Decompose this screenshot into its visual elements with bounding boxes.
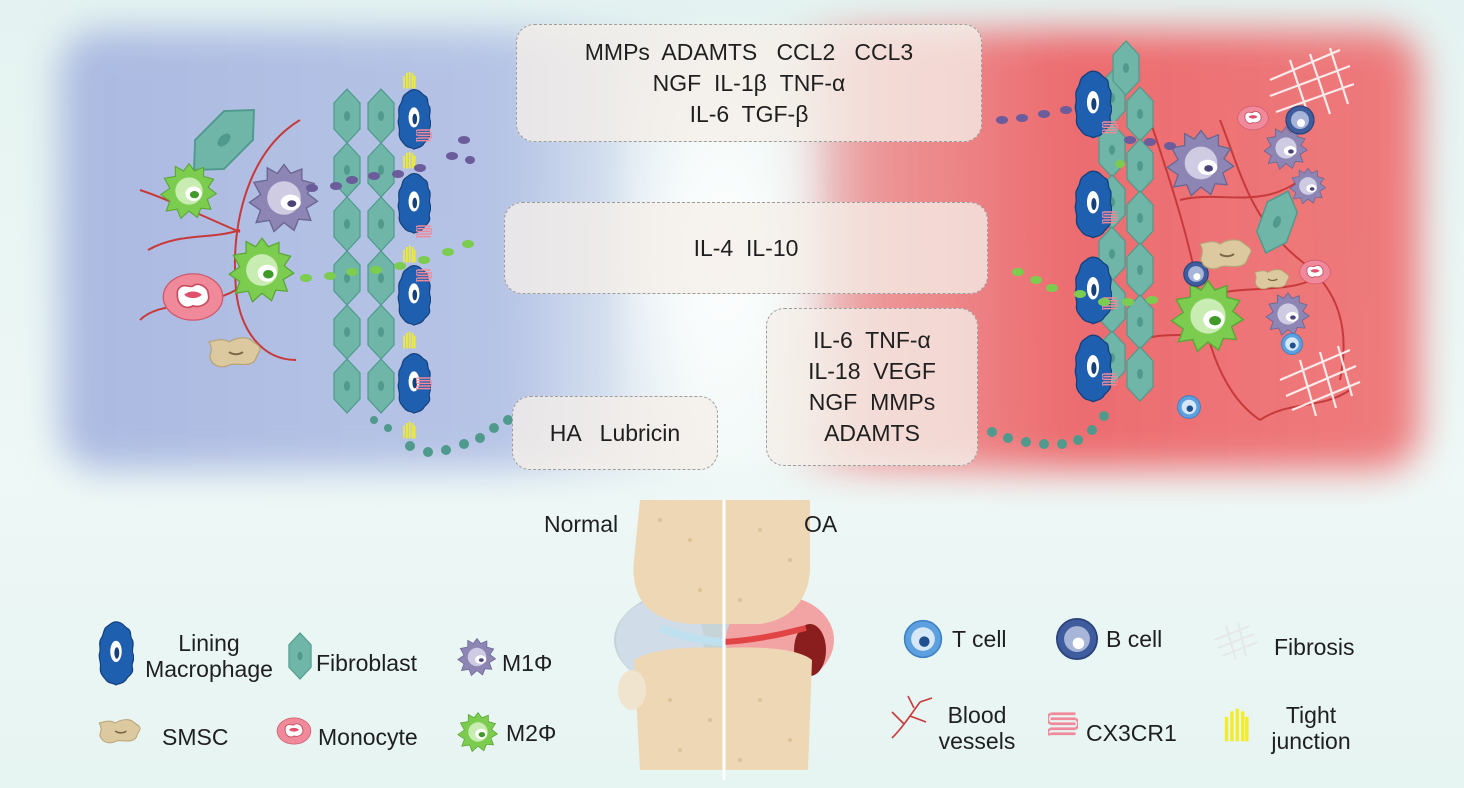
oa-m1-cell-2: [1289, 167, 1327, 205]
cytokine-box-bottom-left: HA Lubricin: [512, 396, 718, 470]
cytokine-line: IL-6 TGF-β: [689, 100, 809, 127]
oa-monocyte-2: [1299, 259, 1331, 285]
oa-smsc: [1198, 238, 1253, 271]
cytokine-line: NGF IL-1β TNF-α: [652, 69, 846, 96]
legend-label-line: vessels: [938, 728, 1016, 754]
cytokine-line: MMPs ADAMTS CCL2 CCL3: [584, 38, 914, 65]
legend-tight-junction-label: Tight junction: [1256, 702, 1366, 754]
oa-smsc-2: [1253, 268, 1290, 290]
oa-label: OA: [804, 511, 838, 537]
legend-monocyte-label: Monocyte: [318, 724, 418, 750]
cytokine-line: HA Lubricin: [549, 419, 681, 446]
cytokine-line: IL-4 IL-10: [693, 234, 799, 261]
legend-fibrosis-label: Fibrosis: [1274, 634, 1355, 660]
oa-monocyte: [1237, 105, 1269, 131]
legend-lining-macrophage-label: Lining Macrophage: [132, 630, 286, 682]
normal-purple-dots: [306, 136, 475, 192]
legend-fibrosis-icon: [1213, 621, 1259, 661]
legend-lining-macrophage-icon: [98, 621, 134, 686]
oa-green-dots: [1012, 160, 1158, 306]
oa-t-cell: [1281, 333, 1303, 355]
normal-label: Normal: [544, 511, 619, 537]
oa-m1-cell-large: [1166, 129, 1235, 197]
normal-m2-cell-large: [228, 237, 295, 303]
oa-purple-dots: [996, 106, 1176, 150]
cytokine-line: ADAMTS: [824, 420, 920, 446]
legend-label-line: junction: [1271, 728, 1351, 754]
cytokine-box-top: MMPs ADAMTS CCL2 CCL3 NGF IL-1β TNF-α IL…: [516, 24, 982, 142]
legend-cx3cr1-icon: [1048, 712, 1078, 736]
normal-teal-dots: [370, 415, 513, 457]
legend-t-cell-icon: [903, 619, 943, 659]
legend-fibroblast-label: Fibroblast: [316, 650, 417, 676]
cytokine-box-middle: IL-4 IL-10: [504, 202, 988, 294]
normal-fibroblast-column: [333, 88, 395, 414]
oa-t-cell-2: [1177, 395, 1201, 419]
legend-m2-icon: [457, 712, 498, 752]
legend-m1-label: M1Φ: [502, 650, 553, 676]
normal-smsc: [207, 336, 262, 368]
legend-cx3cr1-label: CX3CR1: [1086, 720, 1177, 746]
legend-monocyte-icon: [276, 717, 312, 745]
legend-smsc-icon: [98, 718, 142, 744]
cytokine-box-bottom-right: IL-6 TNF-α IL-18 VEGF NGF MMPs ADAMTS: [766, 308, 978, 466]
legend-label-line: Tight: [1285, 702, 1337, 728]
normal-monocyte: [162, 273, 224, 321]
normal-m2-cell: [160, 163, 217, 219]
legend-smsc-label: SMSC: [162, 724, 229, 750]
legend-label-line: Blood: [947, 702, 1007, 728]
legend-m1-icon: [457, 638, 496, 676]
legend-m2-label: M2Φ: [506, 720, 557, 746]
oa-fibrosis: [1269, 47, 1361, 417]
oa-b-cell: [1285, 105, 1315, 135]
knee-joint: [614, 500, 834, 780]
legend-label-line: Macrophage: [145, 656, 273, 682]
legend-b-cell-icon: [1056, 618, 1098, 660]
oa-teal-dots: [987, 411, 1109, 449]
cytokine-line: NGF MMPs: [808, 389, 936, 415]
cytokine-line: IL-18 VEGF: [808, 358, 936, 384]
oa-m1-cell-3: [1265, 292, 1310, 336]
legend-blood-vessel-icon: [891, 695, 933, 739]
legend-blood-vessels-label: Blood vessels: [932, 702, 1022, 754]
legend-t-cell-label: T cell: [952, 626, 1007, 652]
normal-m1-cell: [248, 163, 319, 233]
cytokine-line: IL-6 TNF-α: [813, 327, 931, 353]
normal-green-dots: [300, 240, 474, 282]
legend-fibroblast-icon: [288, 632, 312, 680]
legend-label-line: Lining: [178, 630, 240, 656]
legend-b-cell-label: B cell: [1106, 626, 1163, 652]
legend-tight-junction-icon: [1224, 706, 1249, 744]
